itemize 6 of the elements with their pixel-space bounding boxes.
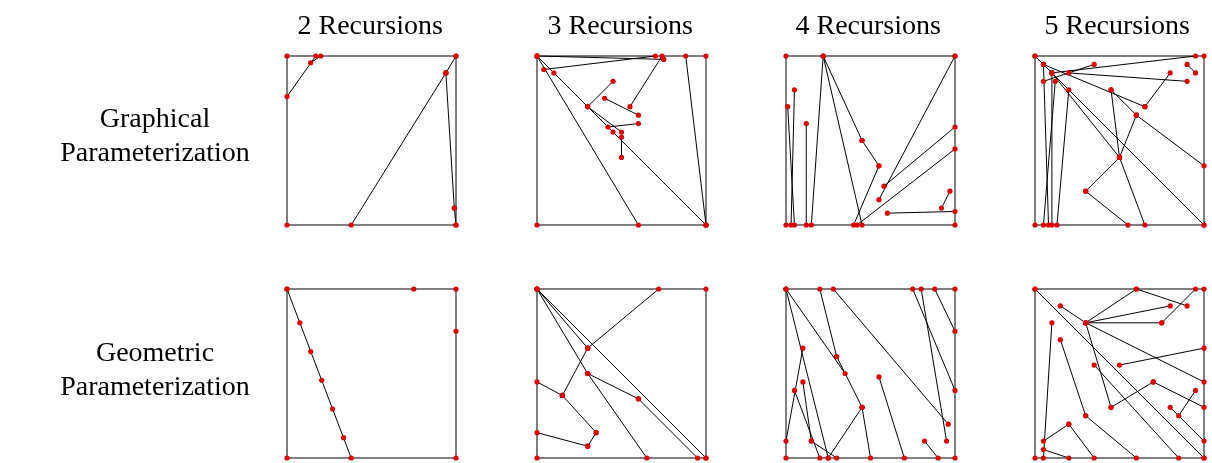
row-label: Geometric Parameterization bbox=[59, 335, 251, 403]
column-heading: 5 Recursions bbox=[1044, 8, 1190, 42]
column-heading: 4 Recursions bbox=[795, 8, 941, 42]
column-heading: 3 Recursions bbox=[547, 8, 693, 42]
row-label: Graphical Parameterization bbox=[59, 101, 251, 169]
column-heading: 2 Recursions bbox=[297, 8, 443, 42]
